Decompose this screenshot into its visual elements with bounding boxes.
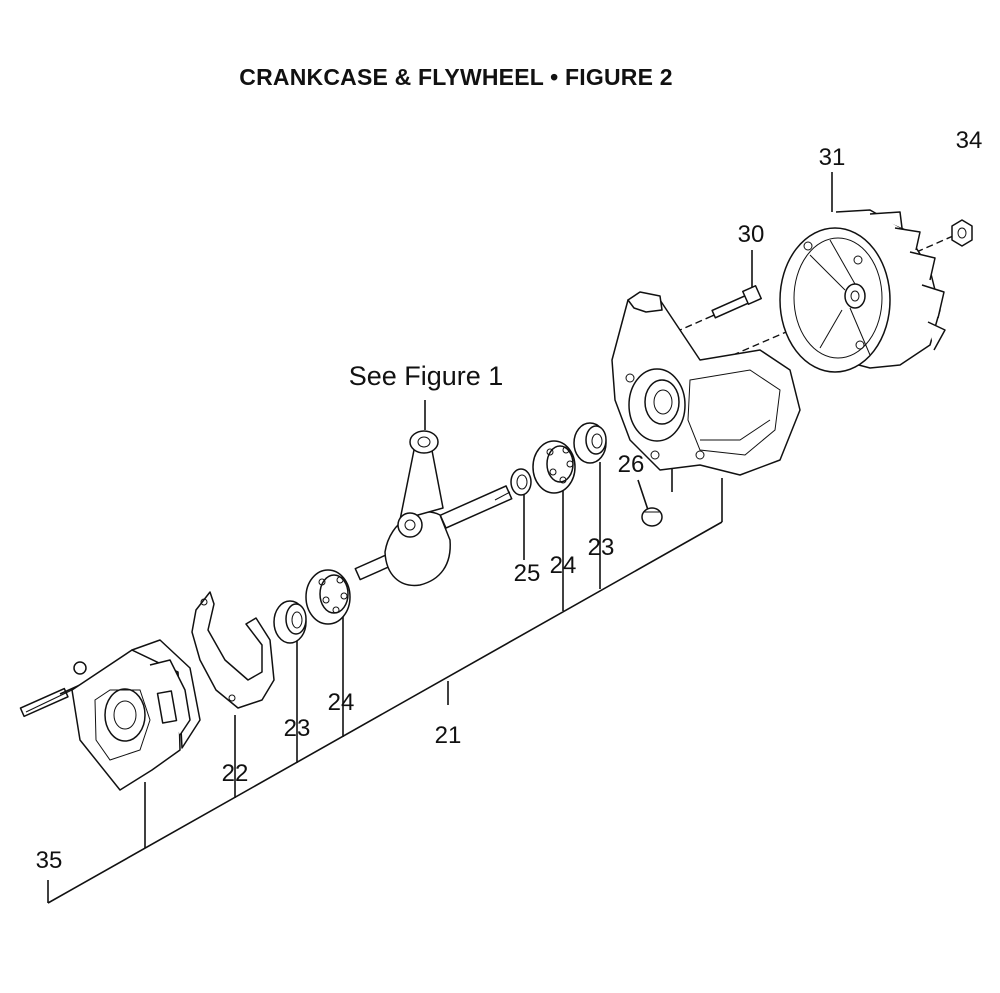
bolt-part-30 bbox=[711, 285, 762, 319]
seal-part-23-left bbox=[273, 600, 307, 644]
crankcase-half-left bbox=[71, 639, 201, 791]
callout-26: 26 bbox=[618, 451, 645, 478]
flywheel-part-31 bbox=[779, 209, 946, 373]
nut-part-34 bbox=[951, 219, 973, 247]
bearing-part-24-left bbox=[305, 569, 351, 625]
crankcase-half-right bbox=[611, 291, 801, 476]
bearing-part-24-right bbox=[532, 440, 576, 494]
seal-part-23-right bbox=[573, 422, 607, 464]
callout-21: 21 bbox=[435, 722, 462, 749]
washer-part-25 bbox=[510, 468, 532, 496]
callout-labels: 21 22 23 24 25 24 23 26 30 31 34 35 See … bbox=[36, 127, 983, 874]
callout-24-left: 24 bbox=[328, 689, 355, 716]
callout-23-right: 23 bbox=[588, 534, 615, 561]
crankshaft-connecting-rod bbox=[354, 430, 513, 587]
gasket-part-22 bbox=[191, 591, 275, 709]
assembly-bracket-lines bbox=[47, 172, 833, 904]
callout-31: 31 bbox=[819, 144, 846, 171]
diagram-title: CRANKCASE & FLYWHEEL • FIGURE 2 bbox=[239, 64, 673, 90]
callout-34: 34 bbox=[956, 127, 983, 154]
callout-25: 25 bbox=[514, 560, 541, 587]
see-figure-note: See Figure 1 bbox=[349, 361, 504, 391]
callout-30: 30 bbox=[738, 221, 765, 248]
callout-22: 22 bbox=[222, 760, 249, 787]
plug-part-26 bbox=[641, 507, 663, 527]
callout-35: 35 bbox=[36, 847, 63, 874]
callout-24-right: 24 bbox=[550, 552, 577, 579]
callout-23-left: 23 bbox=[284, 715, 311, 742]
